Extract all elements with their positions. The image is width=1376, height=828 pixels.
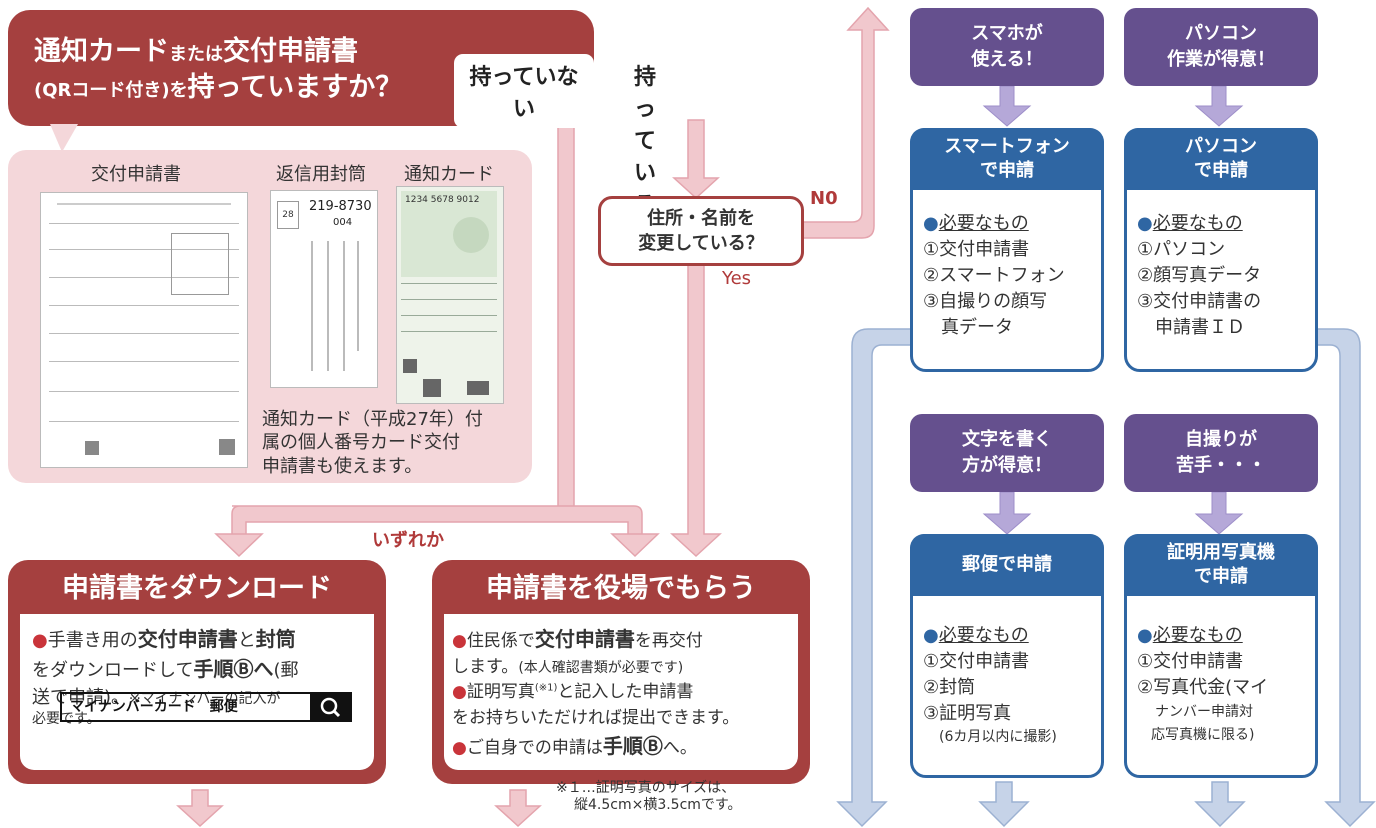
search-icon xyxy=(320,697,341,718)
smartphone-card-head: スマートフォンで申請 xyxy=(910,128,1104,190)
arrow-no-up xyxy=(797,6,890,239)
question-pointer xyxy=(50,124,78,152)
mail-card: 郵便で申請 ●必要なもの ①交付申請書 ②封筒 ③証明写真 (6カ月以内に撮影) xyxy=(910,534,1104,778)
footnote: ※１…証明写真のサイズは、 縦4.5cm×横3.5cmです。 xyxy=(556,780,742,813)
either-label: いずれか xyxy=(372,530,444,551)
notification-card-image: 1234 5678 9012 xyxy=(396,186,504,404)
return-envelope-image: 28 219-8730 004 xyxy=(270,190,378,388)
question-box: 通知カードまたは交付申請書 (QRコード付き)を持っていますか？ 持っていない … xyxy=(8,10,669,224)
question-line-1: 通知カードまたは交付申請書 xyxy=(34,36,358,67)
writing-condition: 文字を書く方が得意！ xyxy=(910,414,1104,492)
photo-booth-card-head: 証明用写真機で申請 xyxy=(1124,534,1318,596)
pc-condition: パソコン作業が得意！ xyxy=(1124,8,1318,86)
selfie-condition: 自撮りが苦手・・・ xyxy=(1124,414,1318,492)
address-change-question: 住所・名前を 変更している？ xyxy=(598,196,804,266)
arrow-not-have-down xyxy=(557,119,575,511)
arrow-selfie-cond xyxy=(1194,491,1244,535)
smartphone-condition: スマホが使える！ xyxy=(910,8,1104,86)
arrow-right-branch xyxy=(1299,328,1376,828)
arrow-either-bracket xyxy=(231,505,643,537)
arrow-download-bottom xyxy=(176,789,224,828)
question-line-2: (QRコード付き)を持っていますか？ xyxy=(34,72,403,104)
application-form-image xyxy=(40,192,248,468)
arrow-write-cond xyxy=(982,491,1032,535)
search-button[interactable] xyxy=(310,694,350,720)
mail-card-head: 郵便で申請 xyxy=(910,534,1104,596)
documents-panel: 交付申請書 返信用封筒 通知カード 28 219-8730 004 1234 5… xyxy=(8,150,532,483)
office-title: 申請書を役場でもらう xyxy=(486,573,756,604)
office-body: ●住民係で交付申請書を再交付 します。(本人確認書類が必要です) ●証明写真(※… xyxy=(444,614,798,770)
arrow-yes-down xyxy=(670,261,722,558)
form-label: 交付申請書 xyxy=(91,164,181,185)
arrow-to-office xyxy=(610,533,660,558)
envelope-label: 返信用封筒 xyxy=(276,164,366,185)
arrow-booth-bottom xyxy=(1194,781,1246,828)
arrow-pc-cond xyxy=(1194,85,1244,127)
office-box: 申請書を役場でもらう ●住民係で交付申請書を再交付 します。(本人確認書類が必要… xyxy=(432,560,810,784)
not-have-option: 持っていない xyxy=(454,54,594,128)
notice-text: 通知カード（平成27年）付 属の個人番号カード交付 申請書も使えます。 xyxy=(262,409,483,477)
card-label: 通知カード xyxy=(404,164,494,185)
no-label: N0 xyxy=(810,188,838,209)
arrow-left-branch xyxy=(836,328,1001,828)
arrow-mail-bottom xyxy=(978,781,1030,828)
photo-booth-card: 証明用写真機で申請 ●必要なもの ①交付申請書 ②写真代金(マイ ナンバー申請対… xyxy=(1124,534,1318,778)
arrow-smartphone-cond xyxy=(982,85,1032,127)
arrow-to-download xyxy=(214,533,264,558)
download-title: 申請書をダウンロード xyxy=(62,573,332,604)
yes-label: Yes xyxy=(722,268,752,289)
download-box: 申請書をダウンロード ●手書き用の交付申請書と封筒 をダウンロードして手順Ⓑへ(… xyxy=(8,560,386,784)
pc-card-head: パソコンで申請 xyxy=(1124,128,1318,190)
search-input[interactable]: マイナンバーカード 郵便 xyxy=(60,692,352,722)
pc-card: パソコンで申請 ●必要なもの ①パソコン ②顔写真データ ③交付申請書の 申請書… xyxy=(1124,128,1318,372)
arrow-have-down xyxy=(672,119,720,200)
smartphone-card: スマートフォンで申請 ●必要なもの ①交付申請書 ②スマートフォン ③自撮りの顔… xyxy=(910,128,1104,372)
arrow-office-bottom xyxy=(494,789,542,828)
